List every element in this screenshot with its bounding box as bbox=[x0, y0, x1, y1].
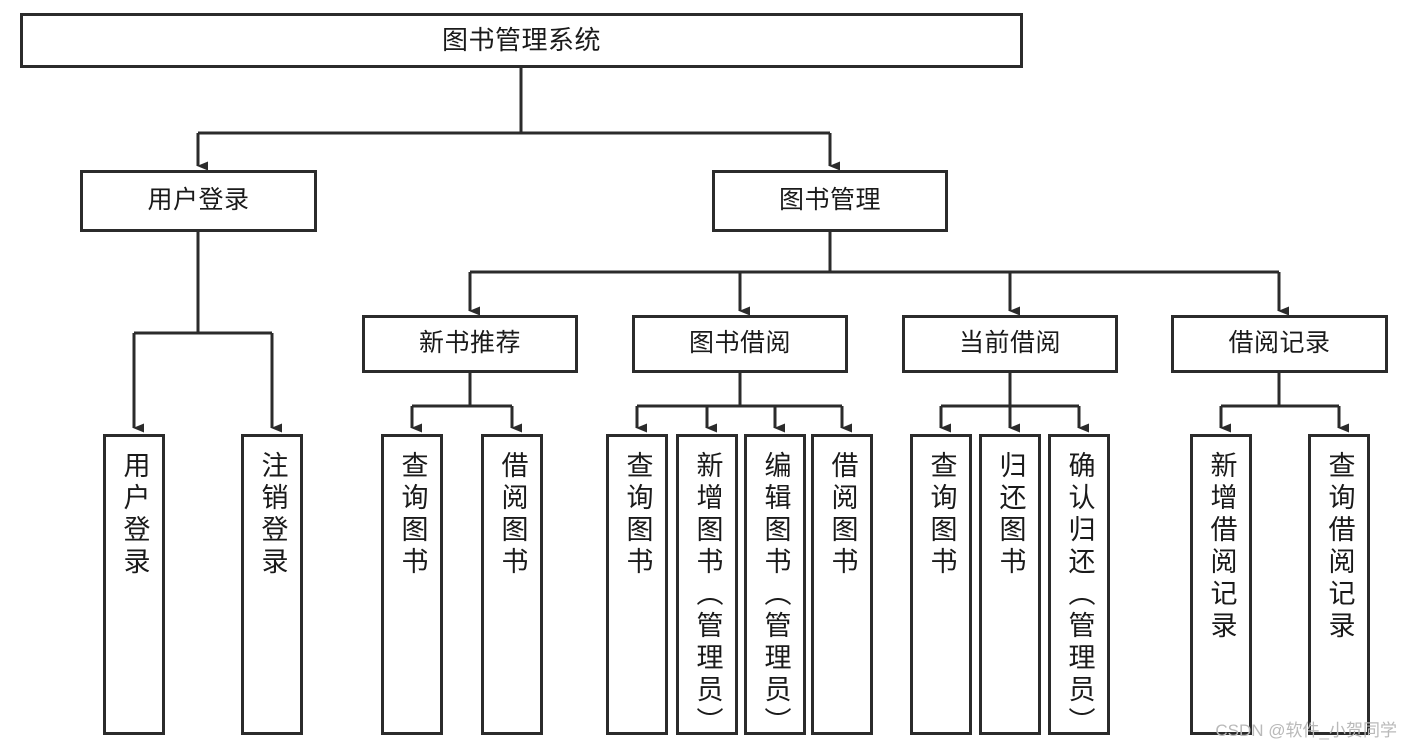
node-label: 图书管理 bbox=[778, 186, 881, 215]
node-label: 借阅图书 bbox=[497, 451, 528, 579]
node-current-borrow[interactable]: 当前借阅 bbox=[902, 315, 1118, 373]
node-label: 归还图书 bbox=[995, 451, 1026, 579]
node-label: 图书借阅 bbox=[688, 329, 791, 358]
node-user-login[interactable]: 用户登录 bbox=[80, 170, 317, 232]
node-leaf-user-login[interactable]: 用户登录 bbox=[103, 434, 165, 735]
node-label: 借阅记录 bbox=[1228, 329, 1331, 358]
node-label: 注销登录 bbox=[257, 451, 288, 579]
node-leaf-query-book-cb[interactable]: 查询图书 bbox=[910, 434, 972, 735]
node-label: 编辑图书（管理员） bbox=[760, 451, 791, 735]
node-label: 用户登录 bbox=[147, 186, 250, 215]
node-leaf-query-book-bb[interactable]: 查询图书 bbox=[606, 434, 668, 735]
node-label: 查询借阅记录 bbox=[1324, 451, 1355, 643]
node-label: 当前借阅 bbox=[958, 329, 1061, 358]
node-root-book-management-system[interactable]: 图书管理系统 bbox=[20, 13, 1023, 68]
node-borrow-record[interactable]: 借阅记录 bbox=[1171, 315, 1388, 373]
node-book-management[interactable]: 图书管理 bbox=[712, 170, 948, 232]
node-label: 图书管理系统 bbox=[441, 25, 601, 56]
node-label: 用户登录 bbox=[119, 451, 150, 579]
node-label: 查询图书 bbox=[926, 451, 957, 579]
node-label: 确认归还（管理员） bbox=[1064, 451, 1095, 735]
node-new-book-recommend[interactable]: 新书推荐 bbox=[362, 315, 578, 373]
watermark-text: CSDN @软件_小贺同学 bbox=[1215, 721, 1397, 740]
node-leaf-borrow-book-bb[interactable]: 借阅图书 bbox=[811, 434, 873, 735]
node-leaf-borrow-book-nbr[interactable]: 借阅图书 bbox=[481, 434, 543, 735]
node-label: 新增借阅记录 bbox=[1206, 451, 1237, 643]
node-leaf-logout[interactable]: 注销登录 bbox=[241, 434, 303, 735]
node-label: 查询图书 bbox=[397, 451, 428, 579]
node-book-borrow[interactable]: 图书借阅 bbox=[632, 315, 848, 373]
node-label: 借阅图书 bbox=[827, 451, 858, 579]
node-leaf-add-borrow-record[interactable]: 新增借阅记录 bbox=[1190, 434, 1252, 735]
node-label: 查询图书 bbox=[622, 451, 653, 579]
node-leaf-edit-book-admin[interactable]: 编辑图书（管理员） bbox=[744, 434, 806, 735]
node-leaf-return-book[interactable]: 归还图书 bbox=[979, 434, 1041, 735]
node-leaf-confirm-return-admin[interactable]: 确认归还（管理员） bbox=[1048, 434, 1110, 735]
node-leaf-query-book-nbr[interactable]: 查询图书 bbox=[381, 434, 443, 735]
node-leaf-query-borrow-record[interactable]: 查询借阅记录 bbox=[1308, 434, 1370, 735]
node-label: 新书推荐 bbox=[418, 329, 521, 358]
node-label: 新增图书（管理员） bbox=[692, 451, 723, 735]
node-leaf-add-book-admin[interactable]: 新增图书（管理员） bbox=[676, 434, 738, 735]
